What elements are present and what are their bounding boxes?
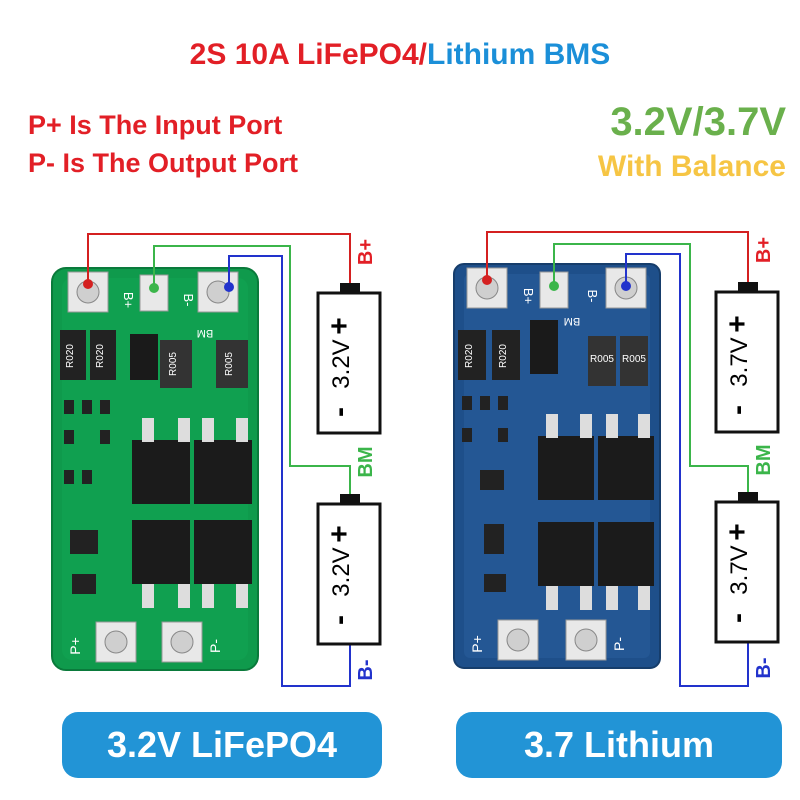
left-wire-b-minus-label: B-: [355, 659, 377, 680]
left-cell-bottom-voltage: 3.2V: [328, 547, 355, 596]
svg-text:-: -: [721, 613, 754, 623]
right-pad-p-minus: P-: [611, 637, 627, 651]
right-chip-3: R005: [590, 354, 614, 365]
right-wire-b-plus-label: B+: [753, 237, 775, 263]
right-wires: [486, 231, 749, 687]
lifepo4-pill: 3.2V LiFePO4: [62, 712, 382, 778]
right-pcb: B+ B- BM R020 R020 R005 R005: [453, 263, 661, 669]
page-title: 2S 10A LiFePO4/Lithium BMS: [0, 38, 800, 72]
left-chip-4: R005: [224, 352, 235, 376]
output-port-note: P- Is The Output Port: [28, 148, 298, 178]
svg-text:+: +: [323, 317, 356, 335]
balance-label: With Balance: [597, 150, 786, 183]
left-wires: [87, 233, 351, 687]
left-cell-top-voltage: 3.2V: [328, 339, 355, 388]
left-chip-2: R020: [95, 344, 106, 368]
left-wire-b-plus-label: B+: [355, 239, 377, 265]
left-cell-bottom: + 3.2V -: [316, 494, 382, 646]
right-wire-b-minus-label: B-: [753, 657, 775, 678]
right-chip-2: R020: [498, 344, 509, 368]
title-part-2: Lithium BMS: [427, 38, 611, 71]
right-chip-4: R005: [622, 354, 646, 365]
right-wire-bm-label: BM: [753, 444, 775, 475]
left-chip-1: R020: [65, 344, 76, 368]
right-chip-1: R020: [464, 344, 475, 368]
left-pad-b-minus: B-: [181, 294, 196, 307]
svg-text:-: -: [323, 407, 356, 417]
right-pad-b-plus: B+: [521, 288, 536, 304]
right-cell-bottom: + 3.7V -: [714, 492, 780, 644]
left-pcb: B+ B- BM R020 R020 R005 R005: [51, 267, 259, 671]
svg-text:+: +: [323, 525, 356, 543]
left-pad-p-plus: P+: [67, 637, 83, 655]
right-pad-p-plus: P+: [469, 635, 485, 653]
left-chip-3: R005: [168, 352, 179, 376]
voltage-label: 3.2V/3.7V: [610, 100, 786, 144]
left-cell-top: + 3.2V -: [316, 283, 382, 435]
right-cell-bottom-voltage: 3.7V: [726, 545, 753, 594]
svg-text:-: -: [721, 405, 754, 415]
right-cell-top: + 3.7V -: [714, 282, 780, 434]
input-port-note: P+ Is The Input Port: [28, 110, 283, 140]
left-pad-bm: BM: [197, 327, 214, 339]
lithium-pill: 3.7 Lithium: [456, 712, 782, 778]
right-cell-top-voltage: 3.7V: [726, 337, 753, 386]
left-pad-b-plus: B+: [121, 292, 136, 308]
left-pad-p-minus: P-: [207, 639, 223, 653]
svg-text:+: +: [721, 315, 754, 333]
title-part-1: 2S 10A LiFePO4/: [189, 38, 427, 71]
svg-text:+: +: [721, 523, 754, 541]
right-pad-bm: BM: [564, 315, 581, 327]
left-wire-bm-label: BM: [355, 446, 377, 477]
right-pad-b-minus: B-: [585, 290, 600, 303]
svg-text:-: -: [323, 615, 356, 625]
